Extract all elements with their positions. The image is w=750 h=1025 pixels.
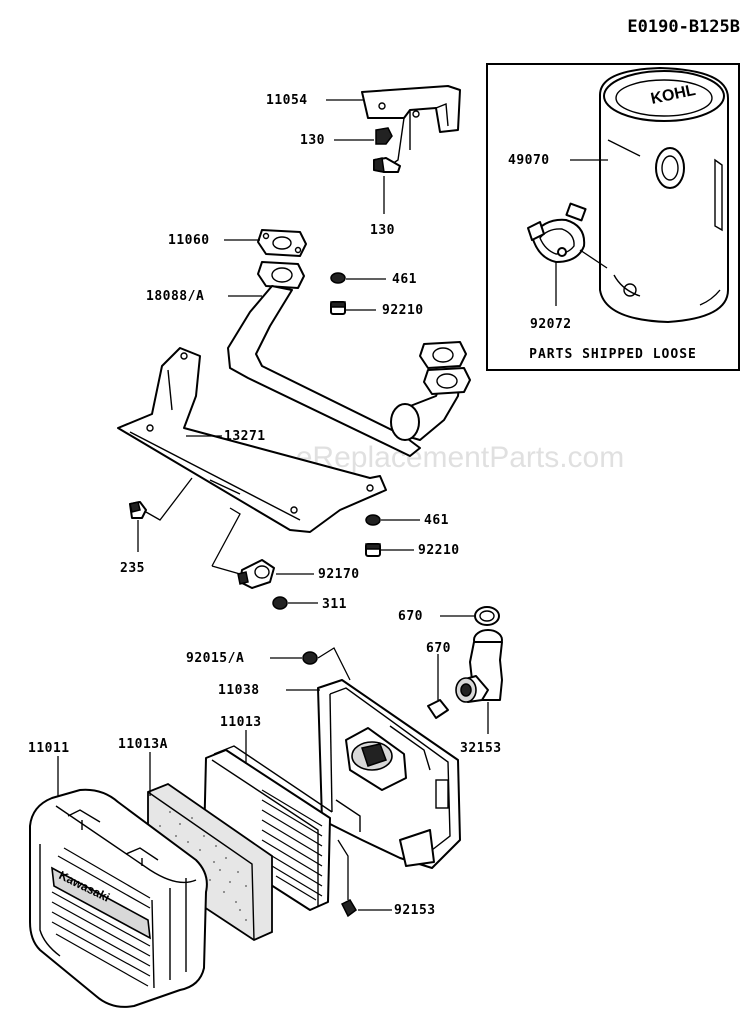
diagram-code: E0190-B125B [627, 17, 740, 37]
label-18088A[interactable]: 18088/A [146, 289, 204, 304]
label-461-lower[interactable]: 461 [424, 513, 449, 528]
label-92153[interactable]: 92153 [394, 903, 436, 918]
label-92170[interactable]: 92170 [318, 567, 360, 582]
nut-92210-lower[interactable] [365, 543, 381, 557]
nut-461-upper[interactable] [330, 272, 346, 284]
label-11054[interactable]: 11054 [266, 93, 308, 108]
watermark: eReplacementParts.com [296, 441, 624, 474]
label-461-upper[interactable]: 461 [392, 272, 417, 287]
gasket-11060[interactable] [257, 229, 307, 257]
label-11013[interactable]: 11013 [220, 715, 262, 730]
clamp-92072[interactable] [527, 202, 587, 263]
label-13271[interactable]: 13271 [224, 429, 266, 444]
screw-311[interactable] [272, 596, 288, 610]
label-311[interactable]: 311 [322, 597, 347, 612]
label-92072[interactable]: 92072 [530, 317, 572, 332]
o-ring-670-upper[interactable] [474, 606, 500, 626]
label-92015A[interactable]: 92015/A [186, 651, 244, 666]
label-670-upper[interactable]: 670 [398, 609, 423, 624]
heat-shield-13271[interactable] [117, 347, 387, 533]
label-11013A[interactable]: 11013A [118, 737, 168, 752]
label-130-upper[interactable]: 130 [300, 133, 325, 148]
air-cleaner-base-11038[interactable] [317, 679, 461, 869]
bolt-130-lower[interactable] [373, 157, 401, 173]
bolt-235[interactable] [129, 501, 147, 519]
label-11011[interactable]: 11011 [28, 741, 70, 756]
gasket-670-lower[interactable] [427, 699, 449, 719]
exhaust-pipe-18088A[interactable] [227, 261, 471, 457]
inset-note: PARTS SHIPPED LOOSE [529, 347, 697, 362]
label-92210-lower[interactable]: 92210 [418, 543, 460, 558]
label-49070[interactable]: 49070 [508, 153, 550, 168]
nut-92015A[interactable] [302, 651, 318, 665]
label-32153[interactable]: 32153 [460, 741, 502, 756]
elbow-32153[interactable] [455, 629, 503, 703]
label-670-lower[interactable]: 670 [426, 641, 451, 656]
label-11060[interactable]: 11060 [168, 233, 210, 248]
parts-shipped-loose-inset: KOHL 49070 92072 PARTS SHIPPED LOOSE [486, 63, 740, 371]
bracket-11054[interactable] [361, 85, 461, 165]
air-cleaner-cover-11011[interactable]: Kawasaki [29, 788, 208, 1008]
label-11038[interactable]: 11038 [218, 683, 260, 698]
label-92210-upper[interactable]: 92210 [382, 303, 424, 318]
nut-92210-upper[interactable] [330, 301, 346, 315]
bolt-130-upper[interactable] [375, 127, 393, 145]
spark-arrestor-92170[interactable] [237, 559, 275, 589]
screw-92153[interactable] [340, 899, 357, 918]
muffler-49070[interactable]: KOHL [599, 67, 729, 323]
label-235[interactable]: 235 [120, 561, 145, 576]
label-130-lower[interactable]: 130 [370, 223, 395, 238]
nut-461-lower[interactable] [365, 514, 381, 526]
